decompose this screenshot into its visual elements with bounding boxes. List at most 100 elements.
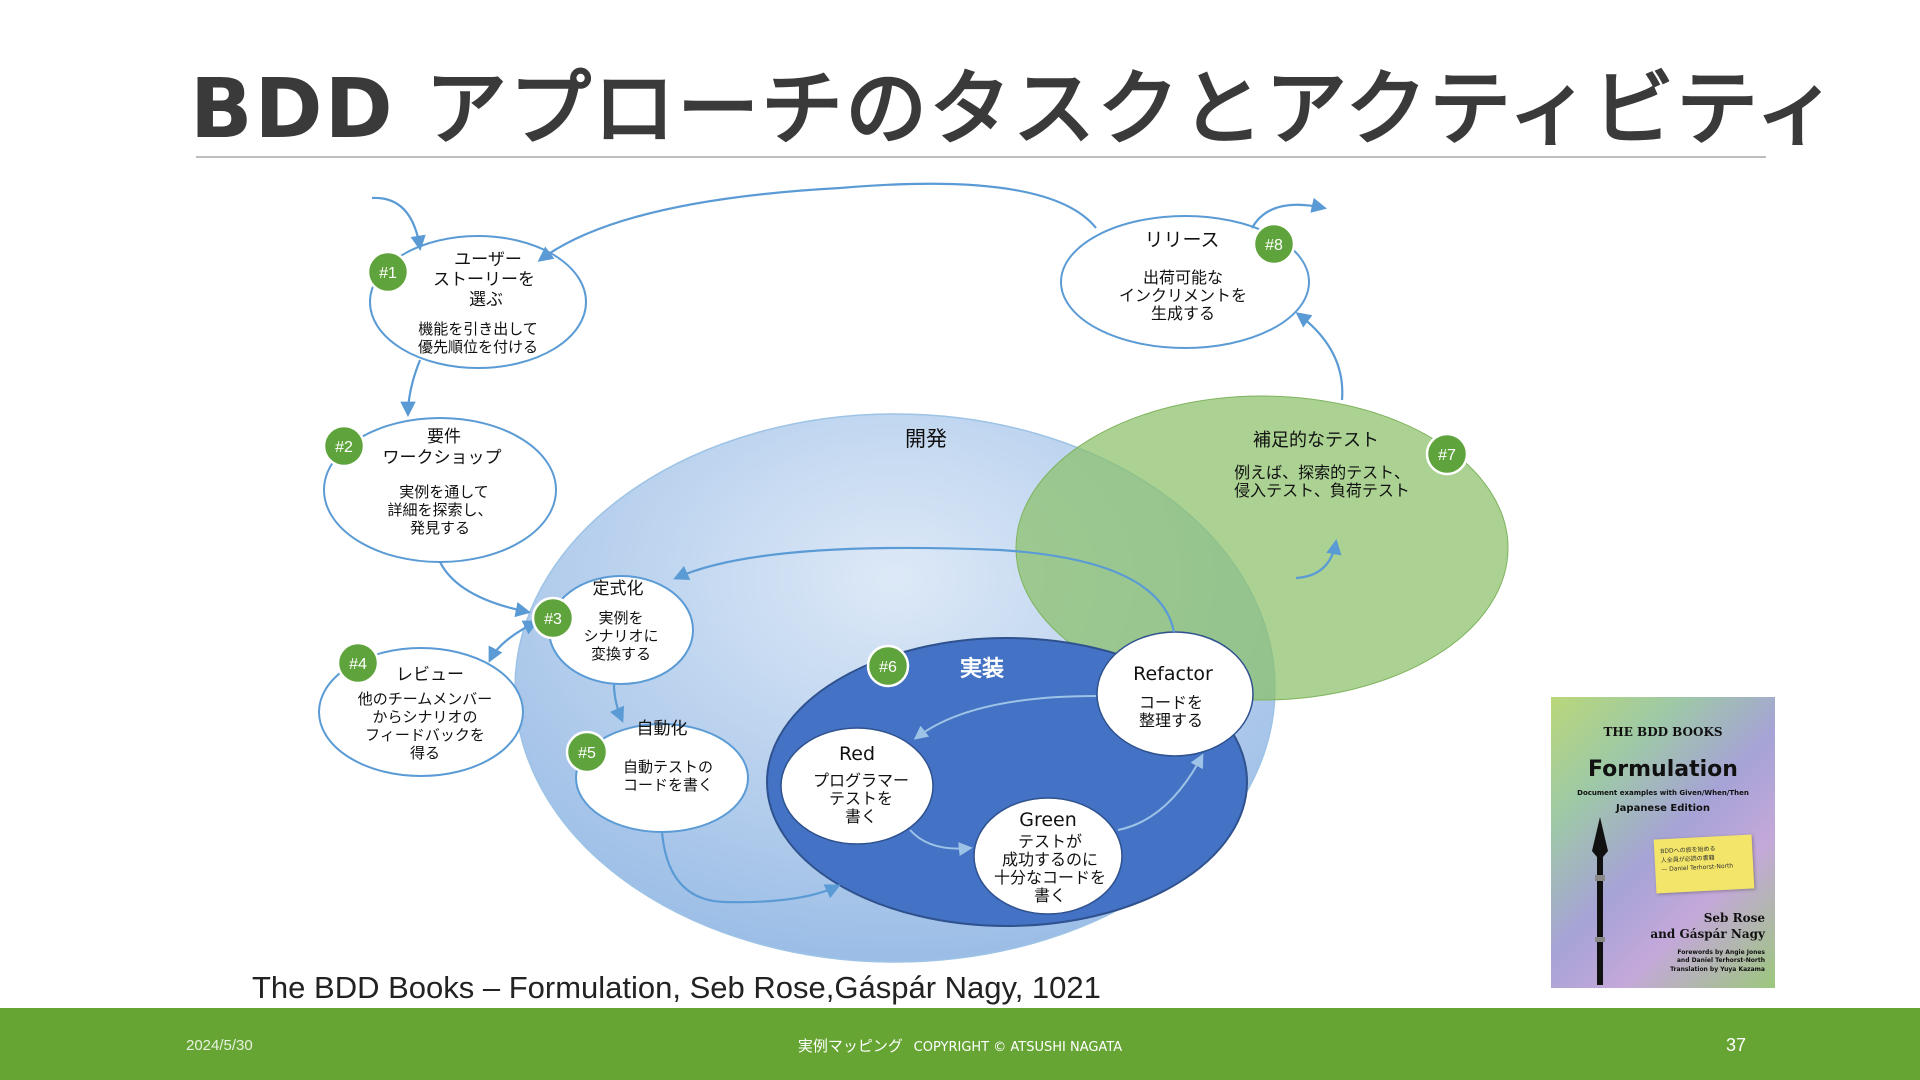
book-author-2: and Gáspár Nagy bbox=[1650, 926, 1765, 941]
arrow-3-to-5 bbox=[609, 683, 625, 723]
step-release: リリース 出荷可能な インクリメントを 生成する bbox=[1060, 215, 1310, 349]
step-2-desc-line1: 実例を通して bbox=[399, 483, 489, 501]
step-4-desc-line1: 他のチームメンバー bbox=[358, 690, 493, 708]
book-authors: Seb Rose and Gáspár Nagy bbox=[1641, 911, 1765, 942]
tdd-red: Red プログラマー テストを 書く bbox=[780, 727, 934, 845]
step-5-desc-line1: 自動テストの bbox=[623, 758, 713, 776]
tdd-green-desc-line4: 書く bbox=[1034, 886, 1066, 905]
step-3-title: 定式化 bbox=[593, 579, 644, 599]
tdd-red-title: Red bbox=[839, 743, 875, 765]
tdd-green: Green テストが 成功するのに 十分なコードを 書く bbox=[973, 797, 1123, 915]
badge-5: #5 bbox=[565, 730, 609, 774]
badge-3: #3 bbox=[531, 596, 575, 640]
tdd-green-desc-line1: テストが bbox=[1018, 832, 1082, 851]
book-title: Formulation bbox=[1588, 757, 1738, 782]
badge-1-label: #1 bbox=[379, 265, 397, 282]
step-8-desc-line3: 生成する bbox=[1151, 304, 1215, 323]
badge-3-label: #3 bbox=[544, 611, 562, 628]
tdd-refactor-title: Refactor bbox=[1133, 663, 1213, 685]
tdd-green-desc-line3: 十分なコードを bbox=[994, 868, 1106, 887]
tdd-refactor-desc-line2: 整理する bbox=[1139, 711, 1203, 730]
flow-arrows bbox=[371, 182, 1344, 904]
step-7-desc-line1: 例えば、探索的テスト、 bbox=[1234, 463, 1410, 482]
badge-8-label: #8 bbox=[1265, 237, 1283, 254]
step-1-title-line3: 選ぶ bbox=[469, 290, 503, 310]
step-8-title: リリース bbox=[1144, 229, 1219, 251]
step-3-desc-line1: 実例を bbox=[598, 609, 643, 627]
badge-1: #1 bbox=[366, 250, 410, 294]
step-1-desc-line1: 機能を引き出して bbox=[418, 320, 538, 338]
step-4-desc-line4: 得る bbox=[410, 744, 440, 762]
arrow-refactor-to-3 bbox=[673, 546, 1176, 633]
badge-2-label: #2 bbox=[335, 439, 353, 456]
page-number: 37 bbox=[1726, 1035, 1747, 1055]
step-8-desc-line1: 出荷可能な bbox=[1143, 268, 1223, 287]
step-2-title-line1: 要件 bbox=[427, 427, 461, 447]
badge-5-label: #5 bbox=[578, 745, 596, 762]
book-cover-image: THE BDD BOOKS Formulation Document examp… bbox=[1551, 697, 1775, 988]
tdd-red-desc-line2: テストを bbox=[829, 789, 893, 808]
book-forewords: Forewords by Angie Jones and Daniel Terh… bbox=[1635, 949, 1765, 974]
tdd-red-desc-line1: プログラマー bbox=[813, 771, 909, 790]
step-1-title-line1: ユーザー bbox=[454, 250, 522, 270]
step-4-desc-line3: フィードバックを bbox=[365, 726, 485, 744]
arrow-impl-to-7 bbox=[1295, 538, 1342, 580]
step-1-title-line2: ストーリーを bbox=[433, 270, 535, 290]
step-requirements-workshop: 要件 ワークショップ 実例を通して 詳細を探索し、 発見する bbox=[323, 417, 557, 563]
book-subtitle: Document examples with Given/When/Then bbox=[1577, 789, 1749, 797]
step-1-desc-line2: 優先順位を付ける bbox=[418, 338, 538, 356]
development-label: 開発 bbox=[905, 427, 947, 451]
book-series: THE BDD BOOKS bbox=[1603, 725, 1723, 739]
arrow-green-to-refactor bbox=[1117, 753, 1204, 831]
badge-2: #2 bbox=[322, 424, 366, 468]
footer-center: 実例マッピング COPYRIGHT © ATSUSHI NAGATA bbox=[0, 1035, 1920, 1056]
arrow-entry bbox=[371, 196, 426, 252]
step-4-desc-line2: からシナリオの bbox=[372, 708, 477, 726]
step-3-desc-line3: 変換する bbox=[591, 645, 651, 663]
badge-6: #6 bbox=[866, 644, 910, 688]
footer-date: 2024/5/30 bbox=[186, 1037, 253, 1054]
step-4-title: レビュー bbox=[396, 665, 464, 685]
step-3-desc-line2: シナリオに bbox=[583, 627, 658, 645]
footer-copyright: COPYRIGHT © ATSUSHI NAGATA bbox=[913, 1040, 1123, 1055]
arrow-2-to-3 bbox=[439, 561, 532, 618]
step-7-title: 補足的なテスト bbox=[1253, 430, 1379, 451]
book-translation: Translation by Yuya Kazama bbox=[1670, 965, 1765, 973]
badge-6-label: #6 bbox=[879, 659, 897, 676]
source-caption: The BDD Books – Formulation, Seb Rose,Gá… bbox=[252, 970, 1101, 1005]
step-formulation: 定式化 実例を シナリオに 変換する bbox=[548, 575, 694, 685]
tdd-red-desc-line3: 書く bbox=[845, 807, 877, 826]
tdd-green-desc-line2: 成功するのに bbox=[1002, 850, 1098, 869]
arrow-8-to-1 bbox=[537, 182, 1097, 262]
implementation-label: 実装 bbox=[960, 656, 1004, 682]
slide-title: BDD アプローチのタスクとアクティビティ bbox=[190, 62, 1840, 157]
fountain-pen-icon bbox=[1592, 817, 1608, 985]
tdd-refactor-desc-line1: コードを bbox=[1139, 693, 1203, 712]
arrow-refactor-to-red bbox=[913, 695, 1097, 740]
arrow-3-to-4 bbox=[488, 620, 539, 663]
badge-7: #7 bbox=[1425, 432, 1469, 476]
step-5-desc-line2: コードを書く bbox=[623, 776, 713, 794]
tdd-refactor: Refactor コードを 整理する bbox=[1096, 631, 1254, 757]
arrow-7-to-8 bbox=[1295, 312, 1344, 401]
badge-7-label: #7 bbox=[1438, 447, 1456, 464]
badge-4: #4 bbox=[336, 641, 380, 685]
book-edition: Japanese Edition bbox=[1615, 803, 1711, 814]
badge-4-label: #4 bbox=[349, 656, 367, 673]
tdd-green-title: Green bbox=[1019, 809, 1077, 831]
step-select-story: ユーザー ストーリーを 選ぶ 機能を引き出して 優先順位を付ける bbox=[369, 235, 587, 369]
bdd-process-diagram: 開発 実装 ユーザー ストーリーを 選ぶ 機能を引き出して 優先順位を付ける 要… bbox=[318, 182, 1509, 963]
book-author-1: Seb Rose bbox=[1703, 911, 1765, 925]
arrow-exit bbox=[1251, 197, 1328, 229]
tdd-cycle-arrows bbox=[909, 695, 1204, 857]
title-divider bbox=[196, 156, 1766, 158]
book-foreword-1: Forewords by Angie Jones bbox=[1677, 949, 1765, 956]
badge-8: #8 bbox=[1252, 222, 1296, 266]
footer-bar bbox=[0, 1008, 1920, 1080]
arrow-1-to-2 bbox=[400, 359, 422, 418]
book-foreword-2: and Daniel Terhorst-North bbox=[1676, 957, 1765, 965]
step-8-desc-line2: インクリメントを bbox=[1119, 286, 1247, 305]
arrow-5-to-impl bbox=[660, 831, 841, 904]
step-2-desc-line3: 発見する bbox=[410, 519, 470, 537]
arrow-red-to-green bbox=[909, 829, 973, 857]
